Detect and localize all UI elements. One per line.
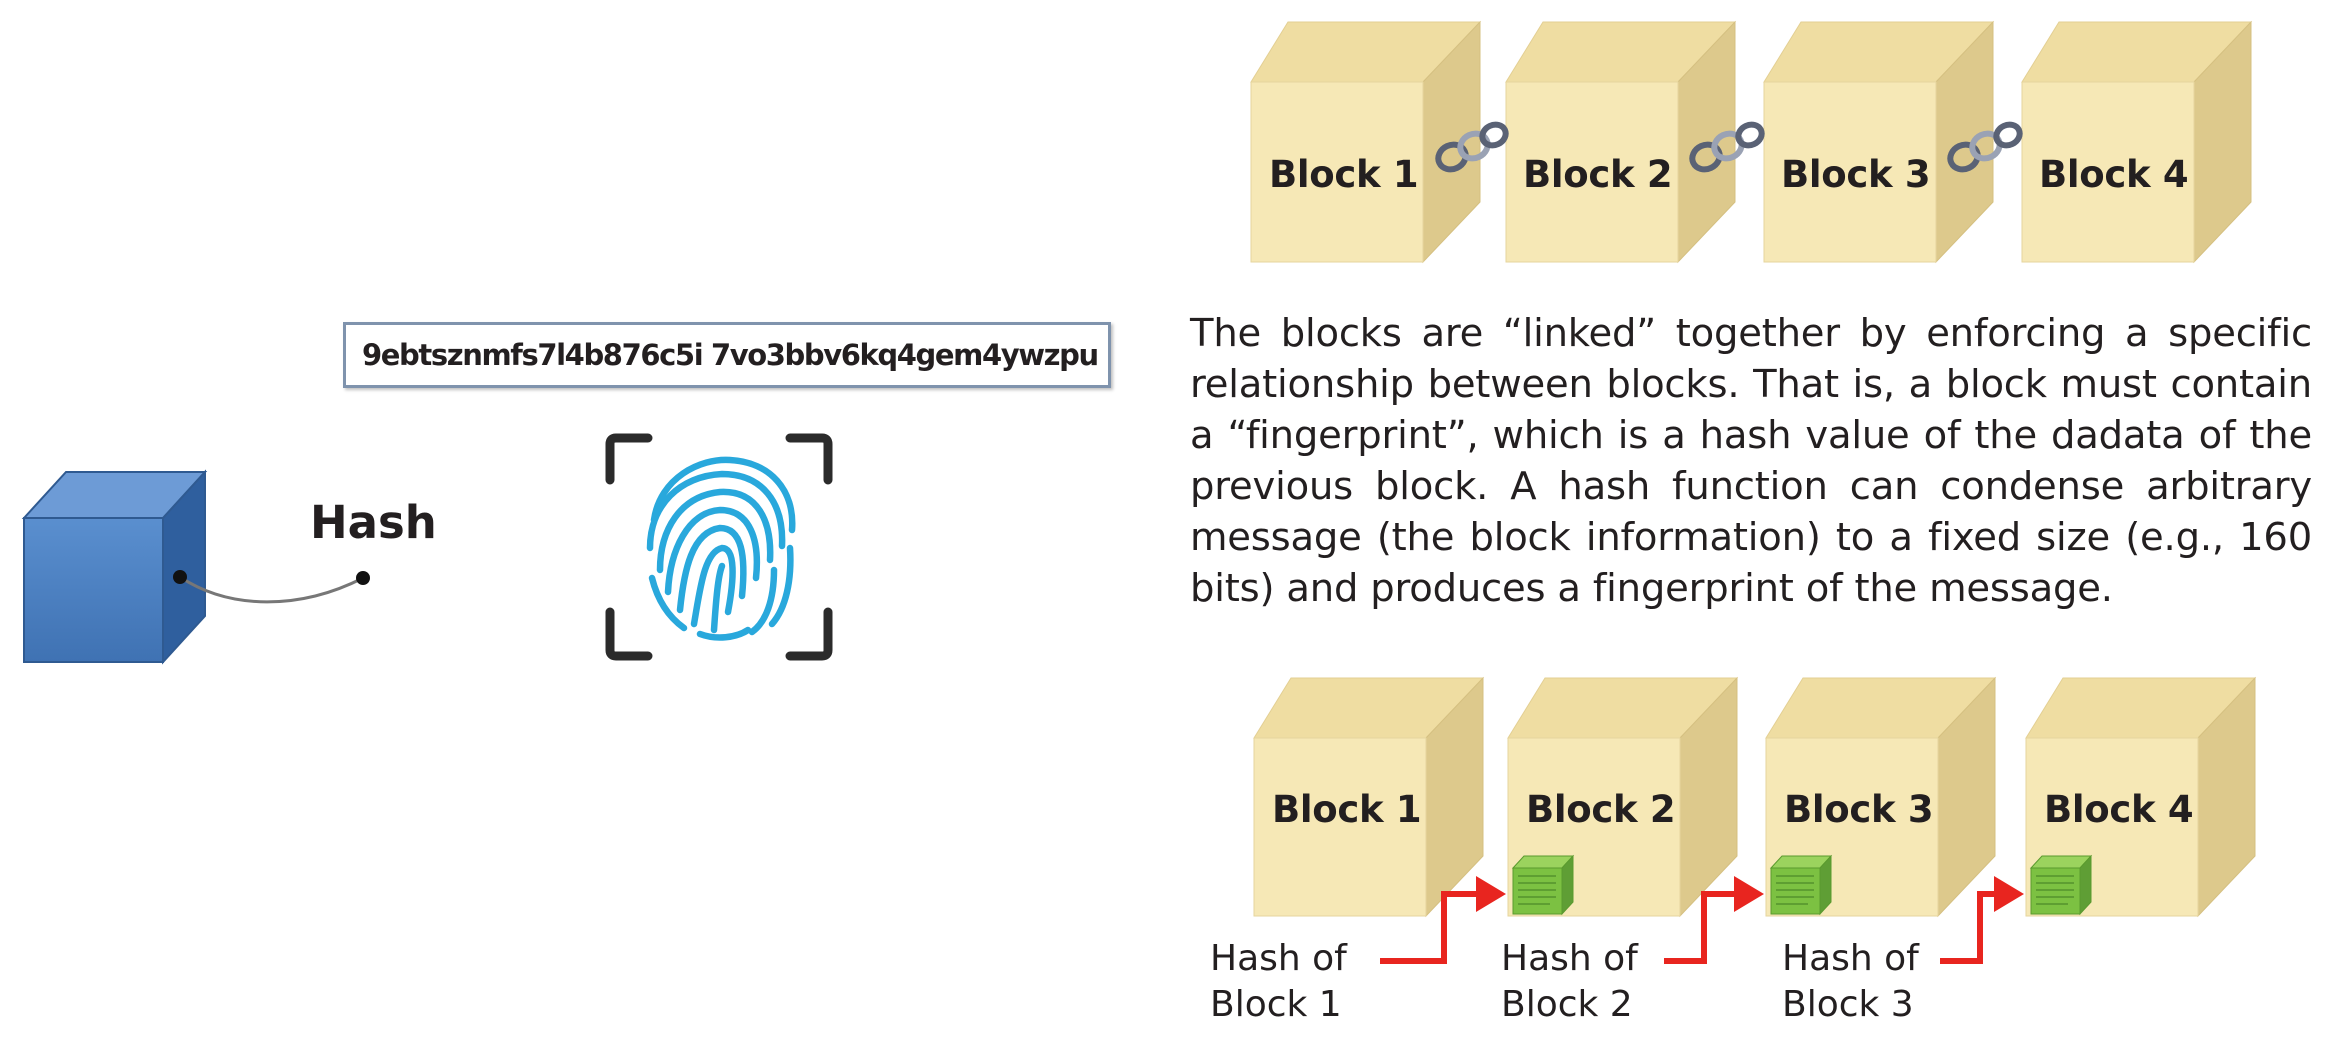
- hash-of-block-2-label: Hash of Block 2: [1501, 938, 1638, 1025]
- hash-arrow-1: [1380, 876, 1506, 964]
- top-block-3-label: Block 3: [1781, 153, 1931, 196]
- bottom-block-1: [1253, 676, 1485, 918]
- chain-link-icon: [1435, 121, 1509, 173]
- top-block-3: [1763, 20, 1995, 264]
- bottom-block-3: [1765, 676, 1997, 918]
- hash-cube-icon: [1769, 854, 1833, 916]
- bottom-block-4: [2025, 676, 2257, 918]
- top-block-1: [1250, 20, 1482, 264]
- hash-value-box: 9ebtsznmfs7l4b876c5i 7vo3bbv6kq4gem4ywzp…: [343, 322, 1111, 388]
- top-block-1-label: Block 1: [1269, 153, 1419, 196]
- bottom-block-3-label: Block 3: [1784, 788, 1934, 831]
- description-text: The blocks are “linked” together by enfo…: [1190, 311, 2312, 611]
- top-block-2: [1505, 20, 1737, 264]
- fingerprint-icon: [605, 433, 833, 661]
- hash-arrow-3: [1940, 876, 2024, 964]
- blue-cube-icon: [21, 469, 208, 665]
- top-block-4-label: Block 4: [2039, 153, 2189, 196]
- hash-of-block-3-label: Hash of Block 3: [1782, 938, 1919, 1025]
- scan-frame: [605, 433, 833, 661]
- hash-label: Hash: [310, 496, 437, 549]
- hash-connector: [173, 570, 370, 604]
- bottom-block-4-label: Block 4: [2044, 788, 2194, 831]
- bottom-block-2-label: Block 2: [1526, 788, 1676, 831]
- hash-cube-icon: [2029, 854, 2093, 916]
- hash-arrow-2: [1664, 876, 1764, 964]
- top-block-4: [2021, 20, 2253, 264]
- hash-of-block-1-label: Hash of Block 1: [1210, 938, 1347, 1025]
- chain-link-icon: [1689, 121, 1765, 173]
- top-block-chain: [1250, 20, 2253, 264]
- hash-cube-icon: [1511, 854, 1575, 916]
- top-block-2-label: Block 2: [1523, 153, 1673, 196]
- chain-link-icon: [1947, 121, 2023, 173]
- bottom-block-1-label: Block 1: [1272, 788, 1422, 831]
